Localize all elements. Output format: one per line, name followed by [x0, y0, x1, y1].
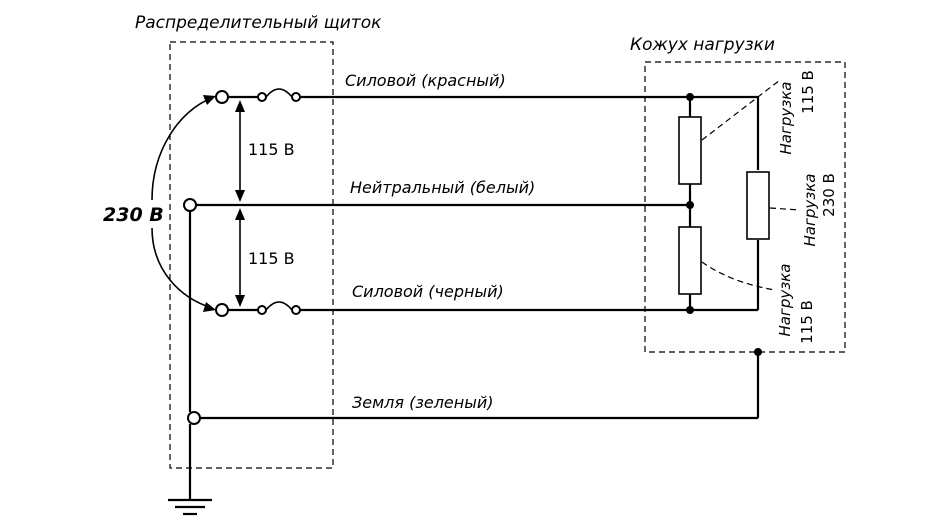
load-upper-resistor [678, 116, 702, 185]
leader-line-lower [701, 261, 776, 291]
ground-terminal [187, 411, 201, 425]
voltage-arrow-total [151, 95, 216, 312]
fuse-bottom [265, 301, 293, 311]
neutral-white-label: Нейтральный (белый) [350, 178, 535, 197]
hot-black-line [215, 240, 760, 317]
load-middle-name: Нагрузка [801, 174, 819, 247]
earth-ground-icon [168, 498, 212, 516]
ground-green-label: Земля (зеленый) [352, 393, 494, 412]
fuse-bottom-right-contact [291, 305, 301, 315]
fuse-top-left-contact [257, 92, 267, 102]
load-lower-name: Нагрузка [776, 264, 794, 337]
hot-red-line [215, 88, 760, 170]
voltage-label-total: 230 В [103, 204, 164, 226]
hot-black-label: Силовой (черный) [352, 282, 504, 301]
enclosure-ground-junction [754, 348, 762, 356]
load-middle-voltage: 230 В [820, 173, 838, 217]
ground-line [187, 211, 762, 500]
neutral-terminal [183, 198, 197, 212]
hot-red-terminal [215, 90, 229, 104]
load-lower-voltage: 115 В [798, 300, 816, 344]
load-enclosure-box [644, 61, 846, 353]
load-upper-115v [678, 93, 702, 205]
load-lower-resistor [678, 226, 702, 295]
load-enclosure-label: Кожух нагрузки [630, 35, 775, 55]
load-midpoint-junction [686, 201, 694, 209]
fuse-bottom-left-contact [257, 305, 267, 315]
distribution-panel-label: Распределительный щиток [135, 13, 382, 33]
leader-line-upper [701, 79, 781, 141]
load-middle-resistor [746, 171, 770, 240]
fuse-top-right-contact [291, 92, 301, 102]
load-upper-voltage: 115 В [799, 70, 817, 114]
voltage-label-bottom: 115 В [248, 249, 295, 268]
fuse-top [265, 88, 293, 98]
voltage-arrow-bottom [235, 208, 245, 307]
load-upper-top-junction [686, 93, 694, 101]
load-middle-230v [746, 171, 770, 240]
leader-line-middle [769, 207, 801, 211]
neutral-line [183, 198, 690, 212]
distribution-panel-box [169, 41, 334, 469]
voltage-arrow-top [235, 100, 245, 202]
load-lower-115v [678, 201, 702, 314]
load-upper-name: Нагрузка [777, 82, 795, 155]
hot-black-terminal [215, 303, 229, 317]
voltage-label-top: 115 В [248, 140, 295, 159]
load-lower-bottom-junction [686, 306, 694, 314]
hot-red-label: Силовой (красный) [345, 71, 506, 90]
